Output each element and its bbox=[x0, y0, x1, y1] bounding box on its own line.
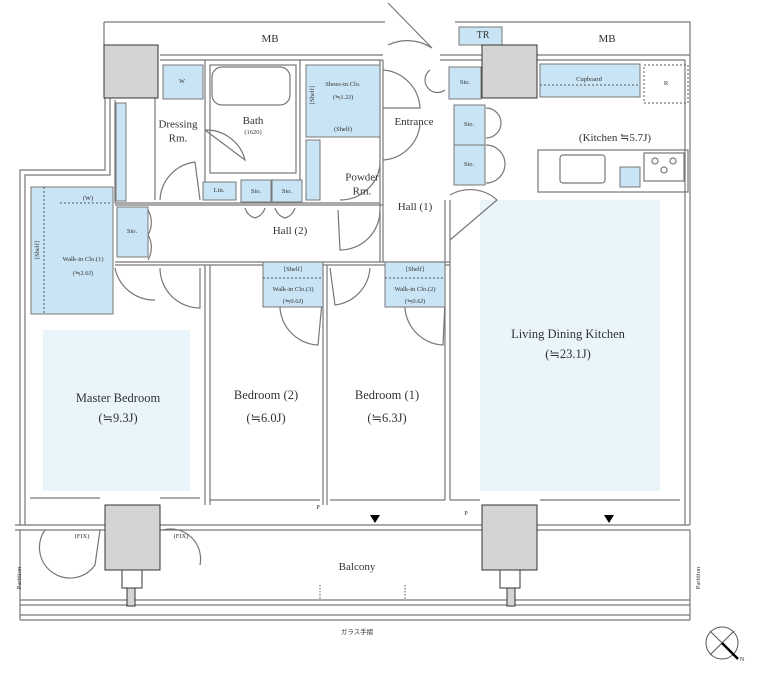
shelf-label: (Shelf) bbox=[333, 125, 353, 133]
glass-handrail-label: ガラス手摺 bbox=[340, 628, 374, 636]
cupboard bbox=[539, 63, 641, 98]
powder-counter bbox=[305, 139, 321, 201]
wic2-label: Walk-in Clo.(2) bbox=[394, 285, 436, 293]
hall-1-label: Hall (1) bbox=[397, 201, 433, 214]
fix-window-label: (FIX) bbox=[74, 532, 90, 540]
column bbox=[103, 44, 159, 99]
mb-label: MB bbox=[261, 33, 279, 46]
powder-room-label: Powder Rm. bbox=[345, 171, 379, 197]
dressing-room-label: Dressing Rm. bbox=[158, 118, 198, 144]
master-bedroom-area-label: (≒9.3J) bbox=[98, 411, 138, 426]
balcony-label: Balcony bbox=[338, 561, 376, 574]
kitchen-label: (Kitchen ≒5.7J) bbox=[578, 132, 652, 145]
ldk-area bbox=[480, 200, 660, 491]
storage-left bbox=[116, 206, 149, 258]
bedroom-2-label: Bedroom (2) bbox=[233, 388, 299, 403]
column bbox=[481, 44, 538, 99]
storage-label: Sto. bbox=[126, 227, 138, 235]
column bbox=[481, 504, 538, 571]
shoes-in-closet bbox=[305, 64, 381, 138]
ldk-label: Living Dining Kitchen bbox=[511, 327, 625, 342]
mb-label: MB bbox=[598, 33, 616, 46]
wic1-w-label: (W) bbox=[82, 194, 94, 202]
master-bedroom-label: Master Bedroom bbox=[75, 391, 161, 406]
storage-hall-a bbox=[240, 179, 272, 203]
storage-label: Sto. bbox=[250, 187, 262, 195]
storage-right-2 bbox=[453, 144, 486, 186]
north-label: N bbox=[739, 655, 745, 663]
storage-label: Sto. bbox=[459, 78, 471, 86]
shelf-label: [Shelf] bbox=[283, 265, 303, 273]
walk-in-closet-1 bbox=[30, 186, 114, 315]
linen-box bbox=[202, 181, 237, 201]
column bbox=[104, 504, 161, 571]
pipe-space-label: P bbox=[316, 503, 320, 511]
bath-label: Bath bbox=[242, 115, 264, 128]
wic1-area: (≒2.6J) bbox=[72, 269, 94, 277]
tr-label: TR bbox=[476, 29, 490, 41]
storage-label: Sto. bbox=[463, 160, 475, 168]
storage-entrance bbox=[448, 66, 482, 100]
wic2-area: (≒0.6J) bbox=[404, 297, 426, 305]
washer-label: W bbox=[178, 77, 186, 85]
master-bedroom-area bbox=[43, 330, 190, 491]
hall-2-label: Hall (2) bbox=[272, 225, 308, 238]
partition-label: Partition bbox=[15, 566, 23, 590]
shelf-label: [Shelf] bbox=[33, 240, 41, 260]
dressing-counter bbox=[115, 102, 127, 202]
shelf-label: [Shelf] bbox=[308, 85, 316, 105]
entrance-label: Entrance bbox=[394, 116, 434, 129]
bedroom-1-area: (≒6.3J) bbox=[367, 411, 407, 426]
shelf-label: [Shelf] bbox=[405, 265, 425, 273]
kitchen-sink-cabinet bbox=[619, 166, 641, 188]
storage-right-1 bbox=[453, 104, 486, 146]
shoes-closet-area: (≒1.2J) bbox=[332, 93, 354, 101]
storage-hall-b bbox=[271, 179, 303, 203]
partition-label: Partition bbox=[694, 566, 702, 590]
bath-size: (1620) bbox=[244, 128, 262, 136]
storage-label: Sto. bbox=[281, 187, 293, 195]
bedroom-1-label: Bedroom (1) bbox=[354, 388, 420, 403]
washer-box bbox=[162, 64, 204, 100]
cupboard-label: Cupboard bbox=[576, 75, 602, 83]
storage-label: Sto. bbox=[463, 120, 475, 128]
shoes-closet-label: Shoes-in Clo. bbox=[325, 80, 361, 88]
walk-in-closet-3 bbox=[262, 261, 324, 308]
linen-label: Lin. bbox=[213, 186, 225, 194]
bedroom-2-area: (≒6.0J) bbox=[246, 411, 286, 426]
north-arrow-icon bbox=[705, 626, 739, 660]
tr-box bbox=[458, 26, 503, 46]
wic3-label: Walk-in Clo.(3) bbox=[272, 285, 314, 293]
walk-in-closet-2 bbox=[384, 261, 446, 308]
pipe-space-label: P bbox=[464, 509, 468, 517]
wic1-label: Walk-in Clo.(1) bbox=[62, 255, 104, 263]
ldk-area-label: (≒23.1J) bbox=[545, 347, 591, 362]
wic3-area: (≒0.6J) bbox=[282, 297, 304, 305]
fridge-label: R bbox=[663, 79, 669, 87]
fix-window-label: (FIX) bbox=[173, 532, 189, 540]
